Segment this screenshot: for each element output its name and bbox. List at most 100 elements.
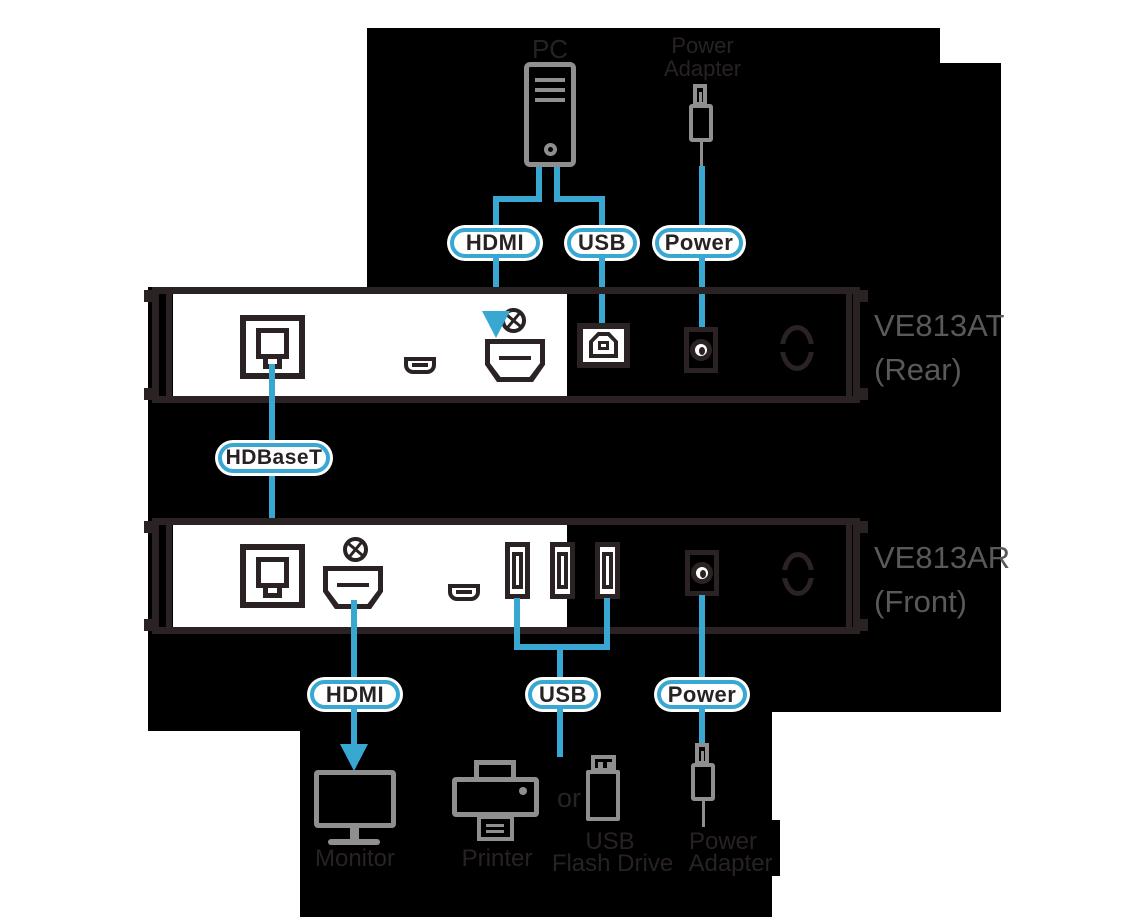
- device1-model-label: VE813AT: [874, 308, 1005, 343]
- hdmi-pill: HDMI: [310, 680, 400, 709]
- panel-tab: [144, 290, 152, 302]
- hdmi-port-inner: [328, 571, 378, 604]
- usb-a-port: [595, 542, 620, 599]
- printer-paper-line: [486, 824, 504, 827]
- monitor-stand: [350, 828, 359, 839]
- pc-power-button-icon: [544, 143, 557, 156]
- ve813at-rear-panel: [144, 287, 868, 403]
- printer-led: [519, 787, 527, 795]
- power-cable: [699, 166, 705, 228]
- panel-tab: [860, 521, 868, 533]
- usb-cable: [557, 650, 563, 680]
- usb-cable: [554, 196, 605, 202]
- power-jack-ring: [690, 339, 712, 361]
- adapter-body: [689, 104, 713, 142]
- usb-b-pin: [598, 341, 609, 350]
- panel-flange: [846, 294, 852, 396]
- flash-drive-label-line2: Flash Drive: [551, 850, 674, 877]
- usb-cable: [514, 598, 520, 650]
- panel-tab: [860, 290, 868, 302]
- printer-icon: [450, 758, 542, 844]
- hdmi-cable: [493, 196, 542, 202]
- adapter-cord: [702, 801, 705, 827]
- hdmi-port: [485, 339, 545, 382]
- power-jack-pin: [699, 347, 705, 355]
- power-jack-pin: [700, 570, 706, 578]
- micro-usb-slot: [412, 363, 428, 367]
- hdmi-cable: [536, 167, 542, 199]
- panel-tab: [860, 388, 868, 400]
- usb-cable: [599, 200, 605, 228]
- adapter-plug: [695, 743, 709, 765]
- hdbaset-cable: [269, 473, 275, 546]
- background-region: [660, 820, 780, 876]
- device2-view-label: (Front): [874, 584, 967, 619]
- panel-flange: [166, 294, 172, 396]
- usb-a-slot: [557, 552, 568, 589]
- hdmi-port-slot: [337, 583, 369, 587]
- adapter-plug-slot: [699, 92, 702, 102]
- panel-flange: [846, 525, 852, 627]
- usb-cable: [604, 598, 610, 650]
- ground-screw: [779, 552, 819, 596]
- printer-label: Printer: [461, 845, 533, 872]
- pc-label: PC: [531, 34, 569, 64]
- usb-pill: USB: [567, 228, 637, 258]
- background-region: [940, 63, 1001, 712]
- micro-usb-port: [448, 584, 480, 601]
- power-adapter-label-top: Power Adapter: [650, 34, 755, 80]
- usb-a-slot: [602, 552, 613, 589]
- usb-a-port: [550, 542, 575, 599]
- hdmi-cable: [351, 709, 357, 746]
- power-adapter-label-bottom-line2: Adapter: [688, 850, 773, 877]
- flash-contact: [607, 762, 612, 768]
- hdbaset-cable: [269, 364, 275, 443]
- printer-paper: [477, 815, 514, 841]
- usb-cable: [557, 709, 563, 757]
- usb-b-port: [577, 323, 630, 368]
- power-adapter-icon-top: [689, 84, 719, 168]
- power-jack-port: [684, 327, 718, 373]
- micro-usb-port: [404, 357, 436, 374]
- rj45-notch: [263, 583, 282, 598]
- pc-drive-bay: [535, 98, 565, 102]
- ve813ar-front-panel: [144, 518, 868, 634]
- printer-body: [452, 777, 539, 817]
- panel-tab: [860, 619, 868, 631]
- device1-view-label: (Rear): [874, 352, 962, 387]
- hdmi-port-slot: [499, 356, 531, 360]
- power-cable: [699, 709, 705, 744]
- hdbaset-pill: HDBaseT: [218, 443, 330, 473]
- pc-drive-bay: [535, 88, 565, 92]
- hdmi-cable: [493, 200, 499, 228]
- power-adapter-label-line2: Adapter: [663, 56, 742, 81]
- hdmi-cable: [351, 600, 357, 680]
- usb-pill: USB: [528, 680, 598, 709]
- monitor-icon: [314, 770, 396, 828]
- pc-drive-bay: [535, 78, 565, 82]
- power-adapter-label-bottom-line1: Power: [688, 828, 758, 855]
- panel-flange: [166, 525, 172, 627]
- or-label: or: [556, 783, 581, 813]
- power-pill: Power: [655, 228, 743, 258]
- flash-drive-label-line1: USB: [585, 828, 635, 855]
- device2-model-label: VE813AR: [874, 540, 1011, 575]
- ground-screw-slot: [779, 570, 819, 578]
- power-pill: Power: [657, 680, 747, 709]
- arrow-down-icon: [340, 744, 368, 771]
- adapter-plug-slot: [701, 751, 704, 761]
- usb-a-port: [505, 542, 530, 599]
- adapter-cord: [700, 142, 703, 168]
- arrow-down-icon: [482, 311, 510, 338]
- printer-slot: [462, 812, 528, 816]
- panel-tab: [144, 521, 152, 533]
- usb-flash-drive-icon: [586, 755, 626, 825]
- hdmi-pill: HDMI: [450, 228, 540, 258]
- ground-screw-slot: [776, 344, 818, 352]
- usb-cable: [514, 644, 610, 650]
- micro-usb-slot: [456, 590, 472, 594]
- ground-screw: [776, 325, 818, 371]
- power-adapter-label-line1: Power: [671, 33, 734, 58]
- panel-tab: [144, 619, 152, 631]
